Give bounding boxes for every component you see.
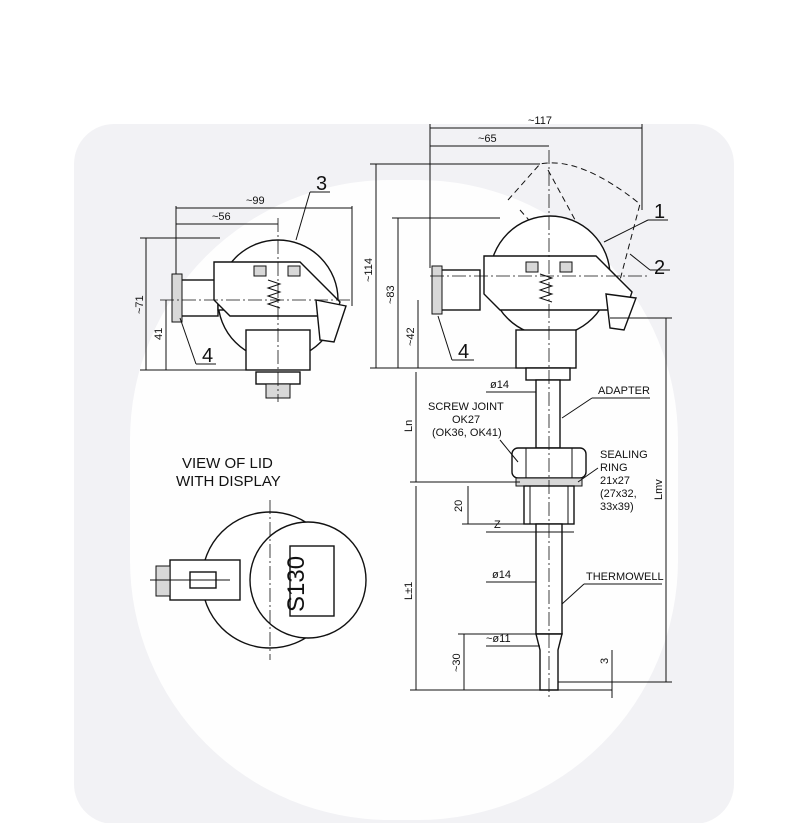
front-label-screw-joint-2: OK27 <box>452 414 480 426</box>
front-label-sealing-3: 21x27 <box>600 475 630 487</box>
front-neck <box>515 329 577 369</box>
front-lid-open-outline <box>507 162 641 319</box>
front-label-screw-joint-3: (OK36, OK41) <box>432 427 502 439</box>
front-dim-L: L±1 <box>403 582 415 600</box>
front-dim-height-total: ~114 <box>363 258 375 282</box>
front-label-sealing-5: 33x39) <box>600 501 634 513</box>
side-plug <box>177 279 219 317</box>
front-callout-plug: 4 <box>458 341 469 363</box>
front-dim-Ln: Ln <box>403 420 415 432</box>
front-dim-height-mid: ~83 <box>385 285 397 304</box>
front-label-sealing-1: SEALING <box>600 449 648 461</box>
front-dim-tip-gap: 3 <box>599 658 611 664</box>
front-dim-tip-dia: ~ø11 <box>486 633 511 645</box>
front-dim-height-low: ~42 <box>405 327 417 346</box>
lid-display-value: S130 <box>283 556 310 612</box>
front-label-sealing-2: RING <box>600 462 628 474</box>
side-callout-head: 3 <box>316 173 327 195</box>
front-plug <box>439 269 481 311</box>
front-dim-tip-length: ~30 <box>451 653 463 672</box>
front-label-thermowell: THERMOWELL <box>586 571 664 583</box>
front-callout-body: 1 <box>654 201 665 223</box>
side-dim-height-part: 41 <box>153 328 165 340</box>
lid-view-title-line2: WITH DISPLAY <box>176 473 281 490</box>
front-callout-lid-open: 2 <box>654 257 665 279</box>
side-dim-height-total: ~71 <box>134 295 146 314</box>
front-label-adapter: ADAPTER <box>598 385 650 397</box>
front-clamp <box>605 293 637 331</box>
side-view: ~99 ~56 ~71 41 3 4 <box>134 173 353 402</box>
front-view: ~117 ~65 ~114 ~83 ~42 1 2 4 ø14 ADAPTER … <box>363 115 672 700</box>
side-dim-width-total: ~99 <box>246 195 265 207</box>
front-label-sealing-4: (27x32, <box>600 488 637 500</box>
lid-view: VIEW OF LID WITH DISPLAY S130 <box>150 455 367 660</box>
front-dim-width-total: ~117 <box>528 115 552 127</box>
lid-display-window <box>289 545 335 617</box>
side-clamp <box>315 299 347 343</box>
front-dim-width-part: ~65 <box>478 133 497 145</box>
front-dim-Lmv: Lmv <box>653 479 665 500</box>
front-dim-tube-dia: ø14 <box>492 569 511 581</box>
front-dim-Z: Z <box>494 519 501 531</box>
front-label-screw-joint-1: SCREW JOINT <box>428 401 504 413</box>
side-callout-plug: 4 <box>202 345 213 367</box>
side-dim-width-part: ~56 <box>212 211 231 223</box>
front-dim-collar-height: 20 <box>453 500 465 512</box>
front-dim-adapter-dia: ø14 <box>490 379 509 391</box>
front-adapter-stem <box>535 379 561 449</box>
lid-view-title-line1: VIEW OF LID <box>182 455 273 472</box>
